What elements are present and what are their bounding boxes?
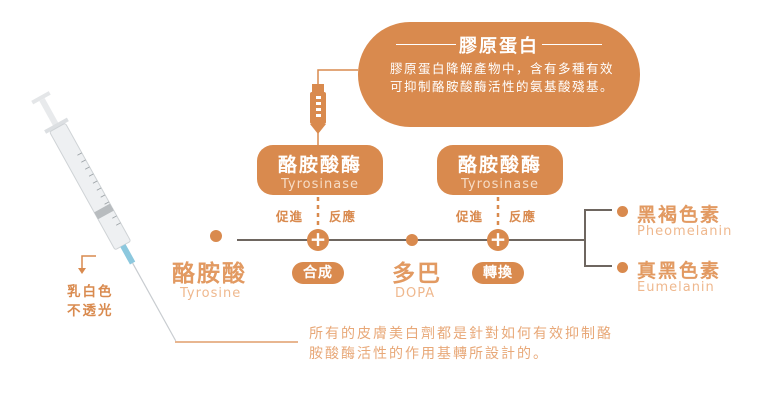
dopa-dot bbox=[406, 234, 418, 246]
tyrosine-label: 酪胺酸 bbox=[172, 261, 247, 287]
enzyme-box-1: 酪胺酸酶 Tyrosinase bbox=[257, 145, 383, 195]
synthesis-pill: 合成 bbox=[292, 262, 344, 284]
plus-icon: + bbox=[487, 229, 509, 251]
eumelanin-label-en: Eumelanin bbox=[637, 280, 715, 295]
enzyme-name: 酪胺酸酶 bbox=[277, 154, 362, 176]
footnote-line: 所有的皮膚美白劑都是針對如何有效抑制酪 bbox=[309, 326, 613, 342]
promote-label: 促進 bbox=[456, 209, 484, 224]
enzyme-name: 酪胺酸酶 bbox=[457, 154, 542, 176]
product-dot bbox=[617, 206, 628, 217]
syringe-label: 乳白色 不透光 bbox=[67, 283, 114, 321]
mini-syringe-icon bbox=[310, 84, 326, 134]
plus-icon: + bbox=[307, 229, 329, 251]
eumelanin-label: 真黑色素 bbox=[637, 260, 722, 282]
footnote: 所有的皮膚美白劑都是針對如何有效抑制酪 胺酸酶活性的作用基轉所設計的。 bbox=[309, 324, 613, 364]
conversion-pill: 轉換 bbox=[472, 262, 524, 284]
collagen-title: 膠原蛋白 bbox=[459, 36, 539, 57]
reaction-label: 反應 bbox=[509, 209, 537, 224]
pheomelanin-label: 黑褐色素 bbox=[637, 204, 722, 226]
syringe-label-line: 乳白色 bbox=[67, 284, 114, 300]
syringe-illustration bbox=[31, 91, 177, 342]
pheomelanin-label-en: Pheomelanin bbox=[637, 224, 733, 239]
enzyme-name-en: Tyrosinase bbox=[461, 177, 539, 192]
collagen-bubble: 膠原蛋白 膠原蛋白降解產物中，含有多種有效可抑制酪胺酸酶活性的氨基酸殘基。 bbox=[358, 22, 640, 127]
dopa-label-en: DOPA bbox=[395, 286, 436, 301]
reaction-label: 反應 bbox=[329, 209, 357, 224]
footnote-line: 胺酸酶活性的作用基轉所設計的。 bbox=[309, 346, 549, 362]
product-dot bbox=[617, 262, 628, 273]
collagen-description: 膠原蛋白降解產物中，含有多種有效可抑制酪胺酸酶活性的氨基酸殘基。 bbox=[390, 61, 615, 94]
tyrosine-label-en: Tyrosine bbox=[180, 286, 242, 301]
divider bbox=[542, 44, 602, 45]
syringe-label-line: 不透光 bbox=[67, 303, 114, 319]
enzyme-box-2: 酪胺酸酶 Tyrosinase bbox=[437, 145, 563, 195]
tyrosine-dot bbox=[210, 230, 222, 242]
promote-label: 促進 bbox=[276, 209, 304, 224]
dopa-label: 多巴 bbox=[392, 261, 442, 287]
enzyme-name-en: Tyrosinase bbox=[281, 177, 359, 192]
divider bbox=[396, 44, 456, 45]
